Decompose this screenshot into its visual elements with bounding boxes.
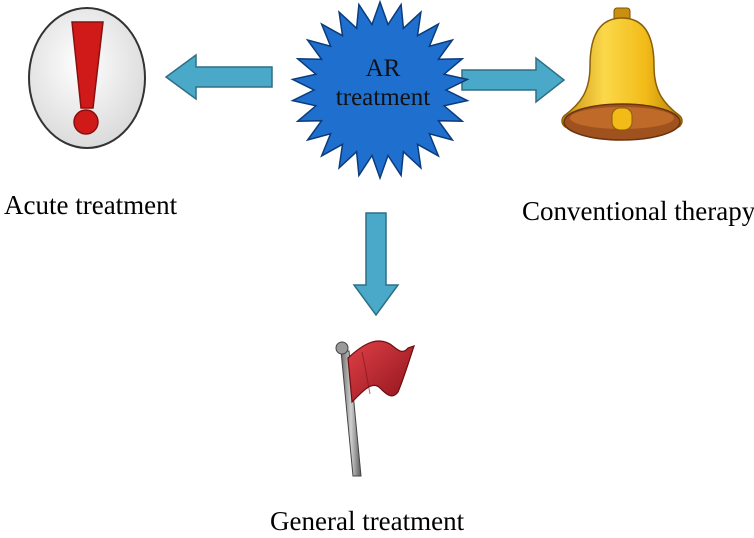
general-treatment-label: General treatment	[270, 506, 465, 536]
exclamation-icon	[28, 7, 146, 149]
arrow-to-conventional	[461, 56, 566, 104]
acute-treatment-label: Acute treatment	[4, 190, 178, 220]
center-node-line1: AR	[365, 55, 401, 82]
flag-icon	[335, 340, 415, 477]
arrow-to-general	[352, 212, 400, 317]
center-starburst	[290, 0, 470, 181]
arrow-to-acute	[164, 53, 273, 101]
center-node-label: AR treatment	[318, 54, 448, 112]
conventional-therapy-label: Conventional therapy	[522, 196, 754, 226]
center-node-line2: treatment	[335, 84, 431, 111]
bell-icon	[561, 7, 683, 141]
